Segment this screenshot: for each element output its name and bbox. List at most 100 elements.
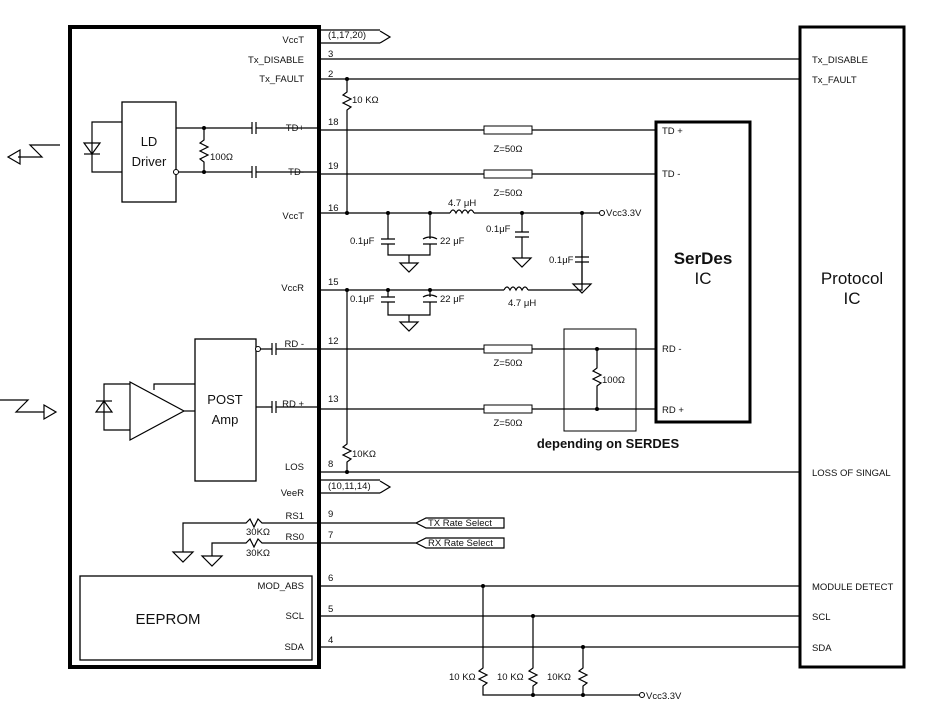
vcct-cap-3-label: 0.1μF — [486, 224, 511, 235]
sfp-module-block — [68, 25, 321, 669]
protocol-nets — [318, 58, 800, 649]
tx-high-speed-lines — [318, 125, 656, 179]
vcct-cap-2-label: 22 μF — [440, 236, 465, 247]
pin-number: 9 — [328, 509, 333, 520]
serdes-td-minus: TD - — [662, 169, 680, 180]
serdes-td-plus: TD + — [662, 126, 683, 137]
pin-name: RS0 — [286, 532, 304, 543]
pin-name: VccR — [281, 283, 304, 294]
module-pin-numbers: (1,17,20) 3 2 18 19 16 15 12 13 8 (10,11… — [328, 30, 371, 646]
tx-light-arrow-icon — [6, 144, 60, 166]
rx-impedance-1: Z=50Ω — [493, 358, 522, 369]
protocol-signal: LOSS OF SINGAL — [812, 468, 891, 479]
ld-driver-label-1: LD — [141, 134, 158, 149]
rx-output-net — [255, 343, 318, 413]
ld-driver-label-2: Driver — [132, 154, 167, 169]
pin-number: 3 — [328, 49, 333, 60]
pin-number: 19 — [328, 161, 339, 172]
vcct-cap-1-label: 0.1μF — [350, 236, 375, 247]
protocol-signal: Tx_DISABLE — [812, 55, 868, 66]
pin-number: 12 — [328, 336, 339, 347]
post-amp-label-2: Amp — [212, 412, 239, 427]
serdes-rd-minus: RD - — [662, 344, 682, 355]
rx-high-speed-lines — [318, 344, 656, 414]
protocol-signal: MODULE DETECT — [812, 582, 893, 593]
tx-impedance-2: Z=50Ω — [493, 188, 522, 199]
pin-name: VccT — [282, 211, 304, 222]
vccr-cap-1-label: 0.1μF — [350, 294, 375, 305]
vcc-3v3-label-1: Vcc3.3V — [606, 208, 642, 219]
tia-amplifier-icon — [129, 380, 195, 442]
vcct-filter — [318, 209, 605, 294]
protocol-ic-block — [798, 25, 906, 669]
termination-box — [563, 328, 637, 432]
pin-number: 16 — [328, 203, 339, 214]
vcct-inductor-label: 4.7 μH — [448, 198, 476, 209]
pin-name: RD + — [282, 399, 304, 410]
eeprom-block — [79, 575, 313, 661]
serdes-title-1: SerDes — [674, 249, 733, 268]
rx-termination-label: 100Ω — [602, 375, 625, 386]
protocol-signal: SDA — [812, 643, 832, 654]
tx-output-net — [173, 122, 318, 178]
i2c-pullup-2-label: 10 KΩ — [497, 672, 524, 683]
rate-select-resistors — [171, 517, 318, 567]
serdes-rd-plus: RD + — [662, 405, 684, 416]
los-pullup-label: 10KΩ — [352, 449, 376, 460]
pin-name: TD+ — [286, 123, 305, 134]
pin-name: Tx_FAULT — [259, 74, 304, 85]
pin-number: 18 — [328, 117, 339, 128]
rs1-30k-label: 30KΩ — [246, 527, 270, 538]
vee-bus-arrows — [317, 29, 392, 494]
pin-number: 7 — [328, 530, 333, 541]
post-amp-block — [194, 338, 257, 482]
pin-number: 6 — [328, 573, 333, 584]
post-amp-label-1: POST — [207, 392, 242, 407]
i2c-pullup-1-label: 10 KΩ — [449, 672, 476, 683]
rx-impedance-2: Z=50Ω — [493, 418, 522, 429]
pin-name: MOD_ABS — [258, 581, 304, 592]
rx-rate-select-label: RX Rate Select — [428, 538, 493, 549]
tx-fault-pullup-label: 10 KΩ — [352, 95, 379, 106]
laser-diode-icon — [82, 121, 122, 173]
vccr-inductor-label: 4.7 μH — [508, 298, 536, 309]
pin-name: RD - — [284, 339, 304, 350]
depending-on-serdes-label: depending on SERDES — [537, 436, 680, 451]
pin-name: SCL — [286, 611, 304, 622]
i2c-pullup-3-label: 10KΩ — [547, 672, 571, 683]
photodiode-icon — [94, 383, 130, 431]
tx-impedance-1: Z=50Ω — [493, 144, 522, 155]
i2c-pullups — [477, 586, 645, 698]
pin-number: 5 — [328, 604, 333, 615]
ld-driver-block — [121, 101, 177, 203]
pin-name: TD- — [288, 167, 304, 178]
eeprom-label: EEPROM — [135, 611, 200, 628]
vccr-filter — [318, 250, 583, 332]
tx-rate-select-label: TX Rate Select — [428, 518, 492, 529]
pin-number: (10,11,14) — [328, 481, 371, 492]
pin-name: Tx_DISABLE — [248, 55, 304, 66]
vcc-3v3-label-2: Vcc3.3V — [646, 691, 682, 702]
protocol-signal: Tx_FAULT — [812, 75, 857, 86]
pin-number: 8 — [328, 459, 333, 470]
pin-name: VeeR — [281, 488, 304, 499]
serdes-title-2: IC — [695, 269, 712, 288]
pin-number: 13 — [328, 394, 339, 405]
pin-number: 15 — [328, 277, 339, 288]
vccr-cap-2-label: 22 μF — [440, 294, 465, 305]
pin-name: VccT — [282, 35, 304, 46]
protocol-title-1: Protocol — [821, 269, 883, 288]
rs0-30k-label: 30KΩ — [246, 548, 270, 559]
module-pin-names: VccT Tx_DISABLE Tx_FAULT TD+ TD- VccT Vc… — [248, 35, 305, 653]
protocol-title-2: IC — [844, 289, 861, 308]
pin-name: SDA — [284, 642, 304, 653]
pin-number: (1,17,20) — [328, 30, 366, 41]
serdes-ic-block — [654, 120, 752, 424]
pin-name: LOS — [285, 462, 304, 473]
rx-light-arrow-icon — [0, 399, 58, 421]
rate-select-tags — [318, 517, 505, 549]
tx-100-ohm-label: 100Ω — [210, 152, 233, 163]
pin-number: 2 — [328, 69, 333, 80]
pin-number: 4 — [328, 635, 333, 646]
